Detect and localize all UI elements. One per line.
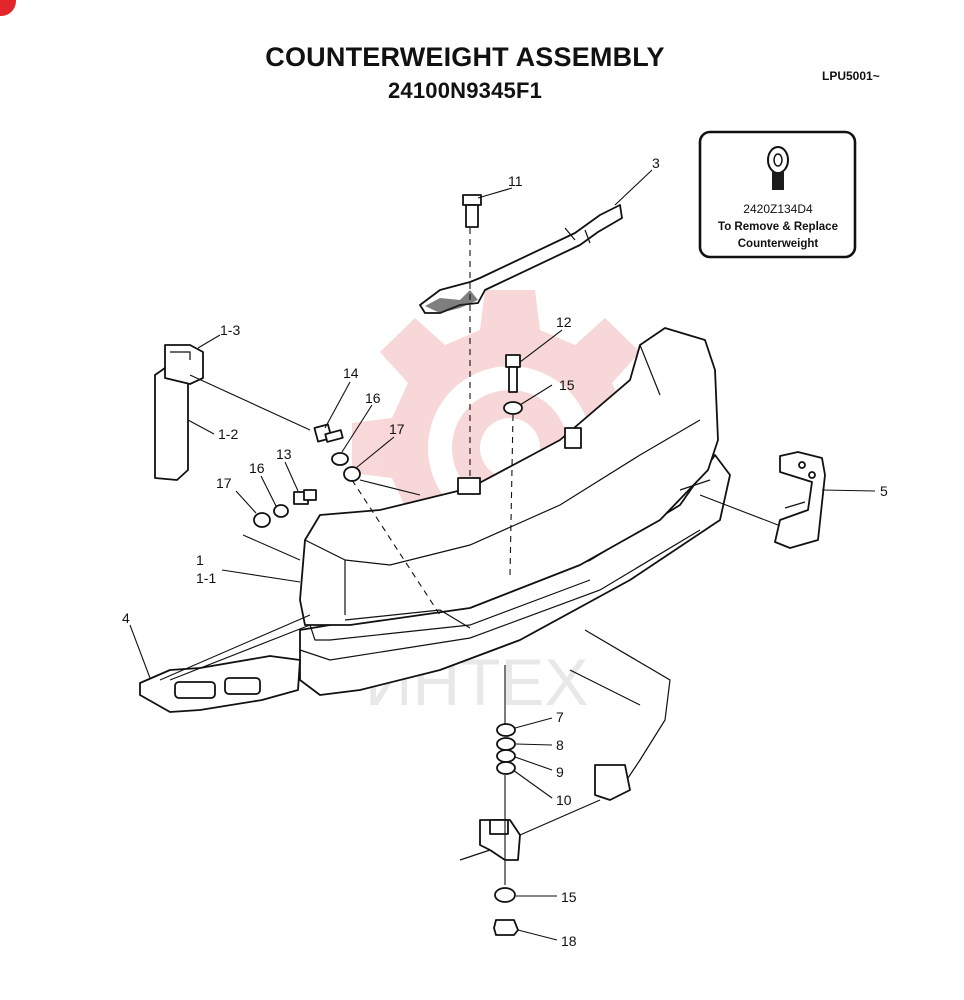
callout-16-lower: 16 (249, 460, 265, 476)
callout-14: 14 (343, 365, 359, 381)
bolt-12 (505, 354, 521, 393)
callout-5: 5 (880, 483, 888, 499)
washer-17-lower (253, 512, 271, 528)
assembly-part-number: 24100N9345F1 (387, 78, 543, 103)
eyebolt-icon (767, 146, 789, 190)
washer-16-lower (273, 504, 289, 518)
washer-15-lower (494, 887, 516, 903)
callout-13: 13 (276, 446, 292, 462)
bolt-11 (462, 194, 482, 228)
callout-10: 10 (556, 792, 572, 808)
callout-7: 7 (556, 709, 564, 725)
right-side-bracket-part (774, 451, 826, 549)
bolt-13 (293, 489, 317, 505)
callout-11: 11 (508, 173, 523, 189)
callout-12: 12 (556, 314, 572, 330)
counterweight-body (299, 327, 731, 696)
callout-16-upper: 16 (365, 390, 381, 406)
callout-1-3: 1-3 (220, 322, 240, 338)
document-code: LPU5001~ (822, 69, 880, 83)
callout-1: 1 (196, 552, 204, 568)
nut-18 (493, 919, 519, 936)
assembly-lines (159, 228, 779, 885)
callout-18: 18 (561, 933, 577, 949)
callout-17-upper: 17 (389, 421, 405, 437)
callout-15-upper: 15 (559, 377, 575, 393)
callout-numbers: 3 11 12 15 1-3 1-2 14 16 17 13 16 17 1 1… (122, 155, 888, 949)
shim-stack-7-10 (496, 723, 516, 775)
callout-15-lower: 15 (561, 889, 577, 905)
side-plate-part (154, 344, 204, 481)
callout-3: 3 (652, 155, 660, 171)
callout-1-2: 1-2 (218, 426, 238, 442)
frame-mount-part (459, 629, 671, 861)
callout-9: 9 (556, 764, 564, 780)
callout-17-lower: 17 (216, 475, 232, 491)
callout-leaders (129, 169, 876, 941)
note-line-1: To Remove & Replace (718, 221, 838, 233)
note-line-2: Counterweight (738, 238, 819, 250)
washer-15-upper (503, 401, 523, 415)
removal-tool-note: 2420Z134D4 To Remove & Replace Counterwe… (698, 130, 857, 259)
bolt-14 (313, 423, 344, 443)
washer-16-upper (331, 452, 349, 466)
callout-1-1: 1-1 (196, 570, 216, 586)
callout-4: 4 (122, 610, 130, 626)
lower-left-bracket-part (139, 655, 301, 713)
tool-part-number: 2420Z134D4 (743, 202, 813, 216)
washer-17-upper (343, 466, 361, 482)
page-title: COUNTERWEIGHT ASSEMBLY (265, 42, 665, 72)
callout-8: 8 (556, 737, 564, 753)
